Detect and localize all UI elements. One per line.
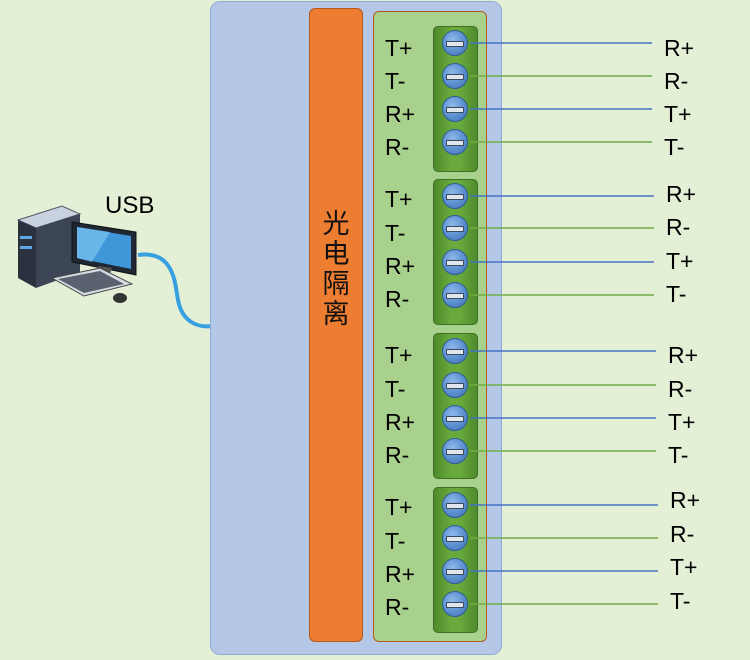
pin-label: T+ [385,494,413,520]
screw-terminal-icon [442,282,468,308]
wire-label: T- [670,588,691,614]
screw-terminal-icon [442,405,468,431]
pin-label: T- [385,220,406,246]
pin-label: R+ [385,101,416,127]
screw-terminal-icon [442,438,468,464]
screw-terminal-icon [442,338,468,364]
isolation-char: 光 [322,209,350,240]
isolation-char: 离 [322,299,350,330]
screw-terminal-icon [442,249,468,275]
computer-icon [16,205,137,303]
wire-label: T+ [670,554,698,580]
wire-label: R- [666,214,691,240]
screw-terminal-icon [442,591,468,617]
screw-terminal-icon [442,129,468,155]
pin-label: R+ [385,561,416,587]
optical-isolation-bar [309,8,363,642]
screw-terminal-icon [442,96,468,122]
pin-label: R- [385,594,410,620]
screw-terminal-icon [442,525,468,551]
optical-isolation-label: 光 电 隔 离 [309,210,363,330]
pin-label: T- [385,528,406,554]
wire-label: T+ [668,409,696,435]
pin-label: R- [385,134,410,160]
isolation-char: 电 [322,239,350,270]
screw-terminal-icon [442,558,468,584]
wire-label: R+ [670,487,701,513]
wire-label: T+ [666,248,694,274]
pin-label: R+ [385,409,416,435]
wire-label: T+ [664,101,692,127]
wire-label: R- [664,68,689,94]
wire-label: R+ [666,181,697,207]
pin-label: T- [385,376,406,402]
screw-terminal-icon [442,63,468,89]
wire-label: T- [666,281,687,307]
screw-terminal-icon [442,492,468,518]
usb-label: USB [105,192,155,219]
pin-label: T+ [385,342,413,368]
screw-terminal-icon [442,215,468,241]
wire-label: R+ [668,342,699,368]
wire-label: R- [668,376,693,402]
isolation-char: 隔 [322,269,350,300]
screw-terminal-icon [442,30,468,56]
pin-label: R+ [385,253,416,279]
usb-cable [137,252,213,329]
pin-label: T+ [385,35,413,61]
screw-terminal-icon [442,372,468,398]
wire-label: T- [668,442,689,468]
wire-label: R+ [664,35,695,61]
wire-label: T- [664,134,685,160]
pin-label: T- [385,68,406,94]
pin-label: R- [385,286,410,312]
pin-label: R- [385,442,410,468]
pin-label: T+ [385,186,413,212]
screw-terminal-icon [442,183,468,209]
wire-label: R- [670,521,695,547]
